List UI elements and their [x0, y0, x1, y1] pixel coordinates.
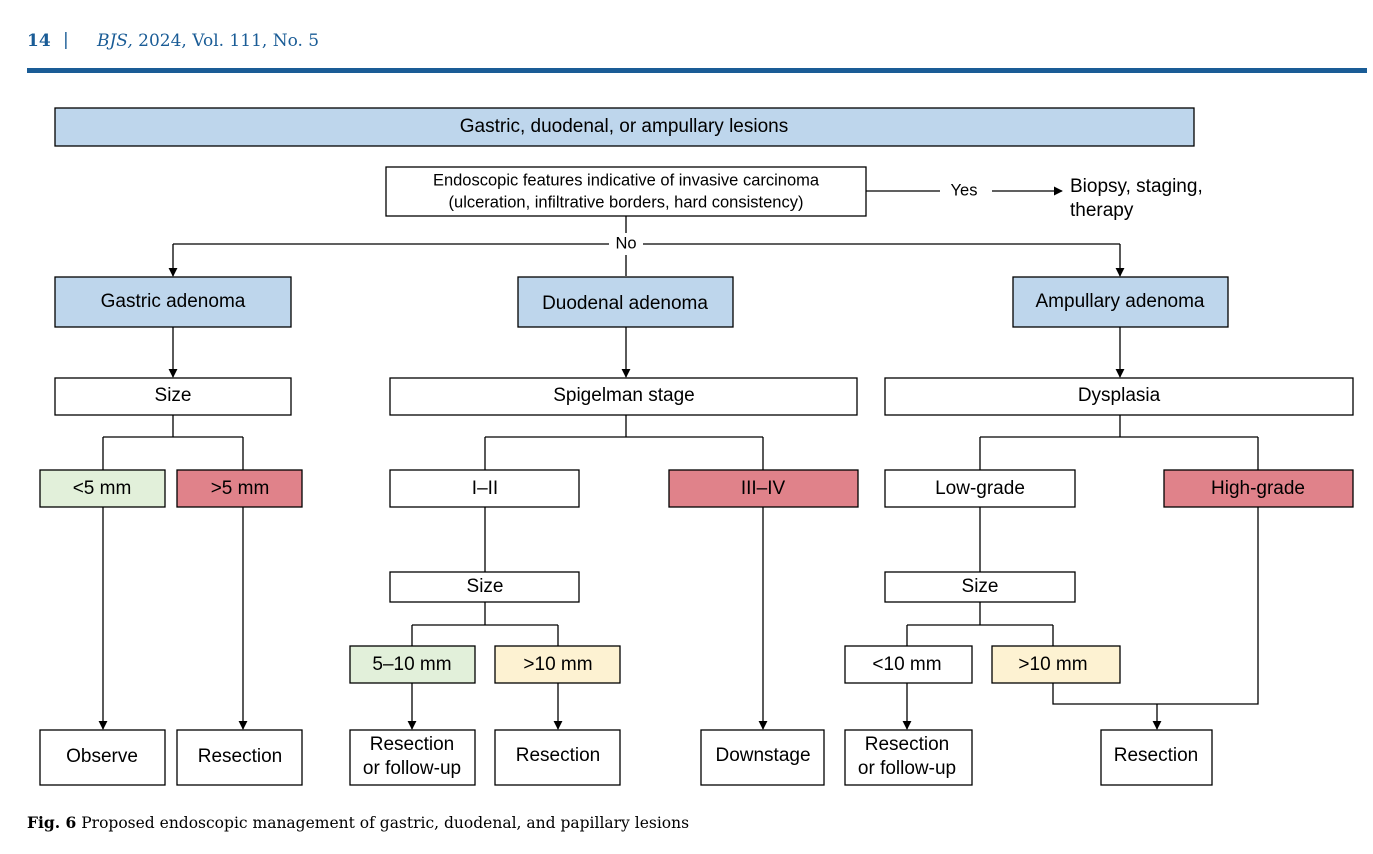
- gastric-small-label: <5 mm: [73, 478, 132, 499]
- duodenal-size-box: [389, 571, 580, 603]
- spigelman-split: [484, 415, 764, 470]
- dysplasia-split: [979, 415, 1259, 470]
- duodenal-size-label: Size: [467, 576, 504, 597]
- gastric-resection-label: Resection: [198, 746, 283, 767]
- high-grade-label: High-grade: [1211, 478, 1305, 499]
- gastric-size-label: Size: [155, 385, 192, 406]
- gastric-large-box: [176, 469, 303, 508]
- stage-low-box: [389, 469, 580, 508]
- figure-caption: Fig. 6 Proposed endoscopic management of…: [27, 813, 689, 832]
- duodenal-size-split: [411, 602, 559, 646]
- stage-low-label: I–II: [472, 478, 498, 499]
- observe-label: Observe: [66, 746, 138, 767]
- invasive-carcinoma-line1: Endoscopic features indicative of invasi…: [433, 171, 820, 189]
- header-rule: [27, 68, 1367, 73]
- figure-caption-text: Proposed endoscopic management of gastri…: [76, 814, 690, 832]
- biopsy-line2: therapy: [1070, 200, 1134, 221]
- duodenal-adenoma-label: Duodenal adenoma: [542, 293, 708, 314]
- ampullary-large-box: [991, 645, 1121, 684]
- no-label: No: [615, 234, 636, 252]
- gastric-size-box: [54, 377, 292, 416]
- journal-citation: BJS, 2024, Vol. 111, No. 5: [97, 31, 319, 51]
- duodenal-followup-box: [349, 729, 476, 786]
- ampullary-resection-label: Resection: [1114, 745, 1199, 766]
- high-grade-box: [1163, 469, 1354, 508]
- downstage-box: [700, 729, 825, 786]
- ampullary-large-label: >10 mm: [1018, 654, 1087, 675]
- page-header: 14 | BJS, 2024, Vol. 111, No. 5: [0, 28, 1373, 58]
- ampullary-followup-box: [844, 729, 973, 786]
- merge-connector: [1052, 507, 1259, 705]
- ampullary-resection-box: [1100, 729, 1213, 786]
- gastric-small-box: [39, 469, 166, 508]
- ampullary-adenoma-label: Ampullary adenoma: [1036, 291, 1205, 312]
- ampullary-small-box: [844, 645, 973, 684]
- top-lesions-label: Gastric, duodenal, or ampullary lesions: [460, 116, 788, 137]
- duodenal-adenoma-box: [517, 276, 734, 328]
- ampullary-followup-line1: Resection: [865, 734, 950, 755]
- ampullary-followup-line2: or follow-up: [858, 758, 956, 779]
- ampullary-adenoma-box: [1012, 276, 1229, 328]
- dysplasia-label: Dysplasia: [1078, 385, 1161, 406]
- gastric-large-label: >5 mm: [211, 478, 270, 499]
- ampullary-small-label: <10 mm: [872, 654, 941, 675]
- low-grade-label: Low-grade: [935, 478, 1025, 499]
- stage-high-box: [668, 469, 859, 508]
- figure-number: Fig. 6: [27, 813, 77, 832]
- duodenal-small-label: 5–10 mm: [372, 654, 451, 675]
- duodenal-large-label: >10 mm: [523, 654, 592, 675]
- top-lesions-box: [54, 107, 1195, 147]
- ampullary-size-label: Size: [962, 576, 999, 597]
- duodenal-followup-line1: Resection: [370, 734, 455, 755]
- observe-box: [39, 729, 166, 786]
- duodenal-resection-label: Resection: [516, 745, 601, 766]
- gastric-adenoma-box: [54, 276, 292, 328]
- header-separator: |: [63, 30, 69, 50]
- ampullary-size-split: [906, 602, 1054, 646]
- gastric-adenoma-label: Gastric adenoma: [101, 291, 246, 312]
- spigelman-label: Spigelman stage: [553, 385, 695, 406]
- gastric-resection-box: [176, 729, 303, 786]
- stage-high-label: III–IV: [741, 478, 786, 499]
- spigelman-box: [389, 377, 858, 416]
- duodenal-followup-line2: or follow-up: [363, 758, 461, 779]
- journal-issue: 2024, Vol. 111, No. 5: [132, 31, 320, 51]
- page-number: 14: [27, 31, 51, 51]
- low-grade-box: [884, 469, 1076, 508]
- downstage-label: Downstage: [715, 745, 810, 766]
- journal-name: BJS,: [97, 31, 133, 51]
- dysplasia-box: [884, 377, 1354, 416]
- gastric-size-split: [102, 415, 244, 470]
- invasive-carcinoma-line2: (ulceration, infiltrative borders, hard …: [449, 193, 804, 211]
- duodenal-resection-box: [494, 729, 621, 786]
- biopsy-line1: Biopsy, staging,: [1070, 176, 1203, 197]
- yes-label: Yes: [951, 181, 978, 199]
